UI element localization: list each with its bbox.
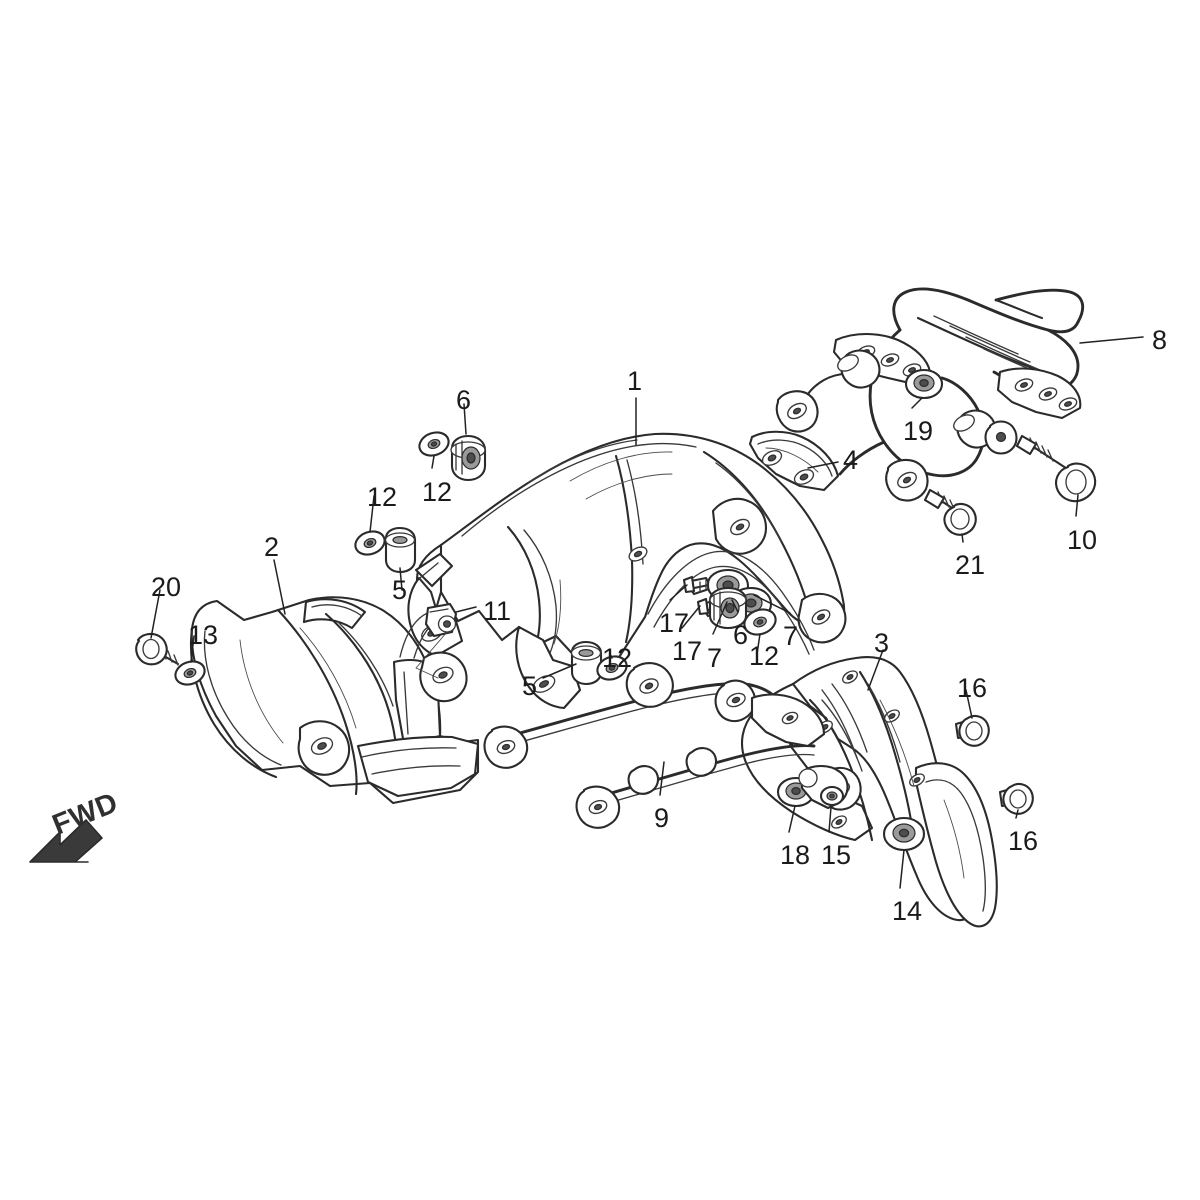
part-15-collar-spacer: [798, 764, 849, 810]
callout-washer: 12: [749, 641, 780, 671]
part-12-washer-left: [354, 530, 386, 556]
callout-screw: 17: [659, 608, 690, 638]
callout-rubber-mount: 7: [707, 643, 723, 673]
callout-grommet: 6: [733, 620, 749, 650]
part-8-luggage-carrier-rack: [775, 287, 1085, 502]
callout-washer: 12: [367, 482, 398, 512]
part-5-collar-center: [570, 640, 603, 686]
callout-collar: 5: [392, 575, 408, 605]
callout-grommet: 6: [456, 385, 472, 415]
part-6-grommet-center: [708, 586, 748, 630]
part-19-cap-nut: [904, 368, 944, 400]
part-10-flange-bolt-long: [1015, 434, 1097, 503]
callout-flange-bolt: 20: [151, 572, 182, 602]
callout-washer-plate: 18: [780, 840, 811, 870]
part-2-rear-fender-b-inner: [189, 596, 480, 805]
part-12-washer-center-right: [743, 608, 777, 636]
part-5-collar-left: [384, 526, 417, 574]
callout-plain-washer: 13: [188, 620, 219, 650]
callout-rear-fender-b-inner: 2: [264, 532, 280, 562]
leader-lines: [150, 336, 1144, 889]
part-9-fender-stay: [483, 662, 826, 829]
callout-tapping-screw: 16: [1008, 826, 1039, 856]
part-16-tapping-screw-2: [998, 782, 1034, 815]
part-6-grommet-upper: [450, 434, 487, 482]
callout-rear-fender-a: 1: [627, 366, 643, 396]
part-21-flange-bolt-short: [923, 488, 977, 536]
part-16-tapping-screw-1: [954, 714, 990, 747]
callout-fender-stay: 9: [654, 803, 670, 833]
callout-mounting-nut: 14: [892, 896, 923, 926]
callout-washer: 12: [602, 643, 633, 673]
part-12-washer-upper: [418, 431, 450, 457]
callout-collar-spacer: 15: [821, 840, 852, 870]
callout-flange-bolt-long: 10: [1067, 525, 1098, 555]
part-14-mounting-nut: [882, 816, 926, 852]
callout-bracket-plate: 4: [843, 445, 859, 475]
callout-cap-nut: 19: [903, 416, 934, 446]
callout-tapping-screw: 16: [957, 673, 988, 703]
callout-rear-mudguard: 3: [874, 628, 890, 658]
part-12-washer-center: [596, 655, 628, 681]
part-1-rear-fender-a: [407, 432, 847, 710]
callout-flange-bolt-short: 21: [955, 550, 986, 580]
callout-clip-bracket: 11: [483, 596, 512, 626]
part-13-plain-washer: [174, 660, 206, 686]
part-4-bracket-plate: [748, 430, 840, 492]
callout-screw: 17: [672, 636, 703, 666]
part-20-flange-bolt-left: [135, 632, 180, 666]
callout-washer: 12: [422, 477, 453, 507]
fwd-arrow-icon: [29, 819, 103, 863]
callout-rubber-mount: 7: [783, 621, 799, 651]
part-11-clip-bracket: [415, 602, 458, 679]
callout-luggage-carrier-rack: 8: [1152, 325, 1168, 355]
callout-collar: 5: [522, 671, 538, 701]
